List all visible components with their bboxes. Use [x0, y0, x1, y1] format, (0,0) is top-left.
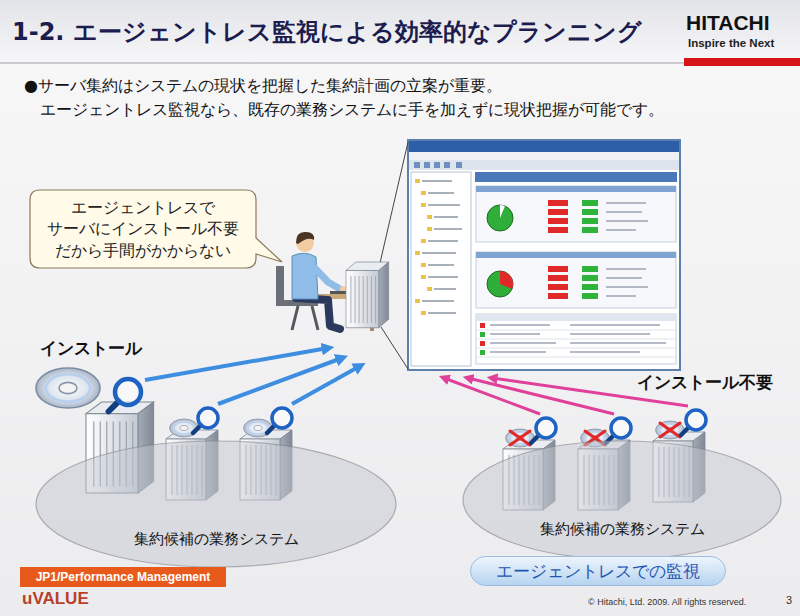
data-arrow [292, 366, 360, 404]
bubble-shape [30, 190, 282, 268]
monitoring-screenshot [409, 152, 679, 160]
logo-wordmark: HITACHI [686, 10, 770, 35]
magnifier-icon [606, 418, 631, 443]
node-text-group: エージェントレスで サーバにインストール不要 だから手間がかからない [40, 197, 246, 262]
ellipse-shape [463, 441, 781, 559]
monitoring-screenshot [409, 141, 679, 152]
monitoring-screenshot [606, 203, 648, 230]
system-group-ellipse: 集約候補の業務システム [462, 440, 782, 560]
monitoring-screenshot [606, 269, 648, 296]
monitoring-screenshot [476, 186, 676, 192]
operator-pc [346, 262, 389, 328]
caption-pill: エージェントレスでの監視 [470, 556, 726, 586]
speech-bubble: エージェントレスで サーバにインストール不要 だから手間がかからない [30, 190, 256, 268]
node-label: エージェントレスでの監視 [496, 561, 700, 581]
logo-tagline: Inspire the Next [688, 37, 774, 51]
monitoring-screenshot [548, 200, 568, 233]
copyright-note: © Hitachi, Ltd. 2009. All rights reserve… [588, 597, 746, 608]
node-text-group: 集約候補の業務システム [134, 530, 299, 548]
monitoring-screenshot [487, 271, 513, 297]
magnifier-icon [193, 408, 218, 433]
bullet-note: ●サーバ集約はシステムの現状を把握した集約計画の立案が重要。 エージェントレス監… [24, 74, 700, 122]
monitoring-screenshot [476, 252, 676, 308]
monitoring-screenshot [487, 205, 513, 231]
node-text-group: JP1/Performance Management [36, 570, 211, 584]
monitoring-screenshot [500, 271, 513, 289]
logo-red-bar [684, 58, 800, 66]
node-label: 集約候補の業務システム [134, 530, 299, 548]
monitoring-screenshot [411, 172, 471, 366]
node-label: JP1/Performance Management [36, 570, 211, 584]
magnifier-icon [531, 418, 556, 443]
product-logo: uVALUE [22, 589, 89, 609]
operator-figure [296, 298, 340, 329]
monitoring-screenshot [422, 181, 462, 313]
view-line [381, 327, 408, 369]
monitoring-screenshot [475, 172, 677, 182]
monitoring-screenshot [582, 266, 598, 299]
ellipse-shape [36, 441, 396, 567]
monitoring-screenshot [476, 314, 676, 364]
node-text-group: 集約候補の業務システム [540, 520, 705, 538]
monitoring-screenshot [548, 266, 568, 299]
monitoring-screenshot [408, 140, 680, 370]
system-group-ellipse-outline [462, 440, 782, 560]
system-group-ellipse-outline [35, 440, 397, 568]
monitoring-screenshot [476, 252, 676, 258]
data-arrow [218, 358, 342, 404]
operator-figure [296, 232, 314, 244]
monitoring-screenshot [408, 140, 680, 370]
monitoring-screenshot [414, 162, 462, 168]
group-heading: インストール [40, 338, 142, 358]
node-label: エージェントレスで サーバにインストール不要 だから手間がかからない [40, 197, 246, 262]
magnifier-icon [109, 379, 142, 412]
monitoring-screenshot [409, 160, 679, 170]
node-label: 集約候補の業務システム [540, 520, 705, 538]
view-line [380, 142, 408, 263]
node-text-group: エージェントレスでの監視 [496, 561, 700, 581]
title-band [0, 0, 800, 62]
monitoring-screenshot [476, 314, 676, 321]
operator-figure [310, 263, 340, 289]
magnifier-icon [681, 410, 706, 435]
system-group-ellipse: 集約候補の業務システム [35, 440, 397, 568]
cd-disc [36, 368, 100, 408]
product-badge: JP1/Performance Management [20, 567, 226, 587]
slide-title: 1-2. エージェントレス監視による効率的なプランニング [12, 16, 642, 48]
monitoring-screenshot [480, 332, 485, 355]
operator-figure [292, 306, 318, 330]
page-number: 3 [786, 594, 792, 607]
monitoring-screenshot [415, 179, 432, 315]
magnifier-icon [267, 408, 292, 433]
monitoring-screenshot [490, 325, 666, 352]
pill-shape [471, 557, 726, 586]
group-heading: インストール不要 [637, 372, 773, 392]
monitoring-screenshot [582, 200, 598, 233]
operator-figure [292, 253, 318, 299]
title-rule [0, 63, 800, 64]
badge-shape [20, 567, 226, 587]
monitoring-screenshot [476, 186, 676, 242]
monitoring-screenshot [500, 205, 505, 218]
data-arrow [468, 378, 614, 414]
